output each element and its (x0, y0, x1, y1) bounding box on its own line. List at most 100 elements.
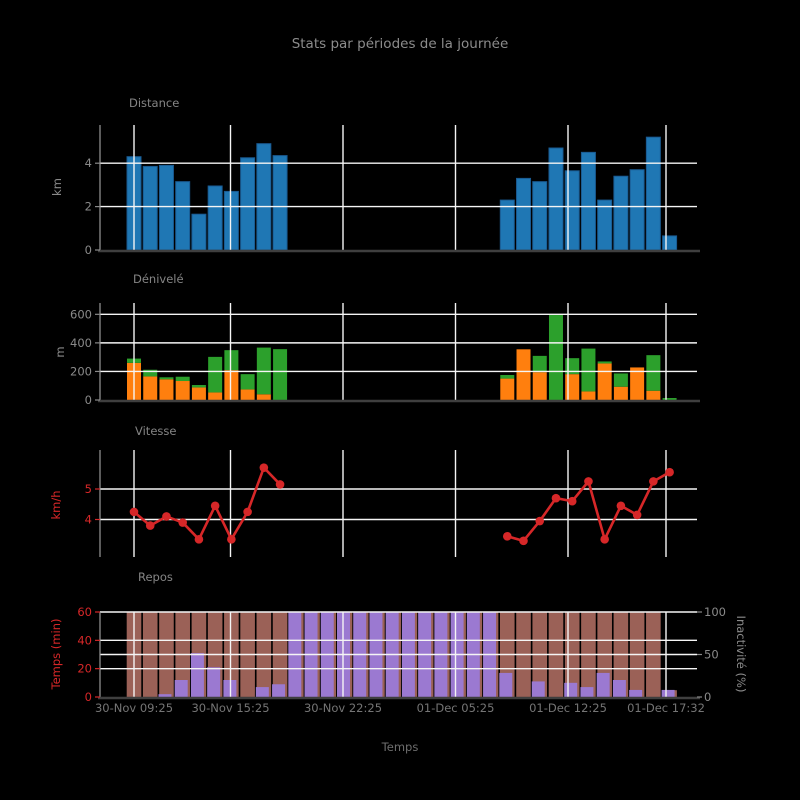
x-tick-label: 30-Nov 22:25 (304, 701, 382, 715)
vitesse-point (616, 501, 626, 511)
repos-bar-temps (255, 687, 269, 697)
x-tick-label: 30-Nov 09:25 (95, 701, 173, 715)
denivele-y-tick: 400 (70, 336, 92, 350)
distance-bar (175, 181, 191, 251)
chart-title-vitesse: Vitesse (135, 424, 177, 438)
vitesse-point (632, 510, 642, 520)
vitesse-point (600, 535, 609, 544)
denivele-y-tick: 0 (85, 393, 92, 407)
repos-bar-temps (207, 667, 221, 697)
vitesse-point (243, 507, 252, 517)
distance-bar (223, 190, 239, 251)
distance-y-tick: 2 (85, 200, 92, 214)
vitesse-point (519, 536, 528, 546)
denivele-bar-montee (597, 363, 612, 400)
vitesse-point (194, 535, 204, 544)
distance-bar (191, 213, 207, 251)
vitesse-point (210, 501, 220, 511)
vitesse-point (551, 493, 561, 503)
repos-bar-temps (272, 684, 286, 697)
chart-title-distance: Distance (129, 96, 180, 110)
x-axis-label: Temps (381, 740, 419, 754)
y-axis-label-repos-right: Inactivité (%) (734, 615, 748, 693)
repos-bar-temps (190, 653, 204, 697)
chart-title-repos: Repos (138, 570, 173, 584)
distance-y-tick: 4 (85, 156, 92, 170)
vitesse-point (129, 507, 139, 517)
repos-bar-temps (661, 689, 675, 697)
denivele-bar-montee (143, 376, 158, 400)
vitesse-point (567, 496, 577, 506)
vitesse-point (535, 516, 545, 526)
repos-y-tick-right: 0 (704, 690, 711, 704)
repos-bar-temps (580, 687, 594, 697)
distance-bar (499, 199, 515, 251)
denivele-bar-descente (240, 374, 255, 390)
repos-y-tick-left: 40 (77, 633, 92, 647)
x-tick-label: 01-Dec 17:32 (627, 701, 705, 715)
y-axis-label-repos-left: Temps (min) (49, 618, 63, 690)
denivele-bar-descente (273, 349, 288, 400)
vitesse-point (162, 512, 171, 521)
chart-title-denivele: Dénivelé (133, 272, 184, 286)
vitesse-point (259, 463, 269, 472)
repos-bar-temps (629, 689, 643, 697)
repos-y-tick-left: 60 (77, 605, 92, 619)
y-axis-label-vitesse: km/h (49, 490, 63, 520)
denivele-bar-montee (630, 367, 645, 400)
repos-bar-temps (564, 682, 578, 697)
denivele-bar-montee (532, 372, 547, 400)
denivele-bar-montee (256, 394, 271, 400)
repos-bar-temps (531, 681, 545, 697)
vitesse-point (227, 535, 236, 544)
distance-bar (272, 155, 288, 251)
vitesse-line (133, 466, 282, 541)
repos-bar-temps (596, 672, 610, 697)
distance-bar (142, 165, 158, 251)
denivele-bar-montee (175, 381, 190, 400)
distance-bar (645, 136, 661, 251)
x-tick-label: 01-Dec 12:25 (529, 701, 607, 715)
vitesse-point (649, 477, 658, 486)
denivele-y-tick: 200 (70, 364, 92, 378)
vitesse-point (275, 480, 285, 489)
distance-bar (532, 181, 548, 251)
distance-bar (613, 175, 629, 251)
denivele-bar-descente (532, 355, 547, 373)
distance-y-tick: 0 (85, 243, 92, 257)
repos-bar-temps (174, 679, 188, 697)
denivele-bar-descente (597, 361, 612, 364)
denivele-bar-montee (581, 391, 596, 400)
denivele-bar-montee (516, 349, 531, 400)
vitesse-point (502, 531, 512, 541)
denivele-bar-montee (646, 390, 661, 400)
denivele-bar-descente (208, 356, 223, 393)
repos-y-tick-left: 20 (77, 662, 92, 676)
denivele-bar-descente (613, 373, 628, 387)
distance-bar (629, 169, 645, 251)
y-axis-label-distance: km (50, 178, 64, 196)
denivele-bar-descente (548, 315, 563, 400)
denivele-bar-descente (159, 377, 174, 380)
denivele-bar-descente (500, 375, 515, 379)
denivele-bar-descente (175, 376, 190, 382)
repos-y-tick-right: 100 (704, 605, 726, 619)
vitesse-point (145, 521, 155, 530)
vitesse-y-tick: 5 (85, 482, 92, 496)
distance-bar (240, 157, 256, 251)
denivele-bar-montee (224, 370, 239, 400)
distance-bar (207, 185, 223, 251)
repos-bar-temps (158, 694, 172, 697)
vitesse-y-tick: 4 (85, 513, 92, 527)
denivele-bar-descente (565, 358, 580, 375)
denivele-bar-montee (613, 386, 628, 400)
x-tick-label: 01-Dec 05:25 (417, 701, 495, 715)
denivele-bar-descente (191, 385, 206, 388)
y-axis-label-denivele: m (53, 346, 67, 358)
vitesse-point (584, 477, 593, 486)
denivele-bar-montee (191, 387, 206, 400)
denivele-bar-montee (159, 379, 174, 400)
distance-bar (158, 164, 174, 251)
